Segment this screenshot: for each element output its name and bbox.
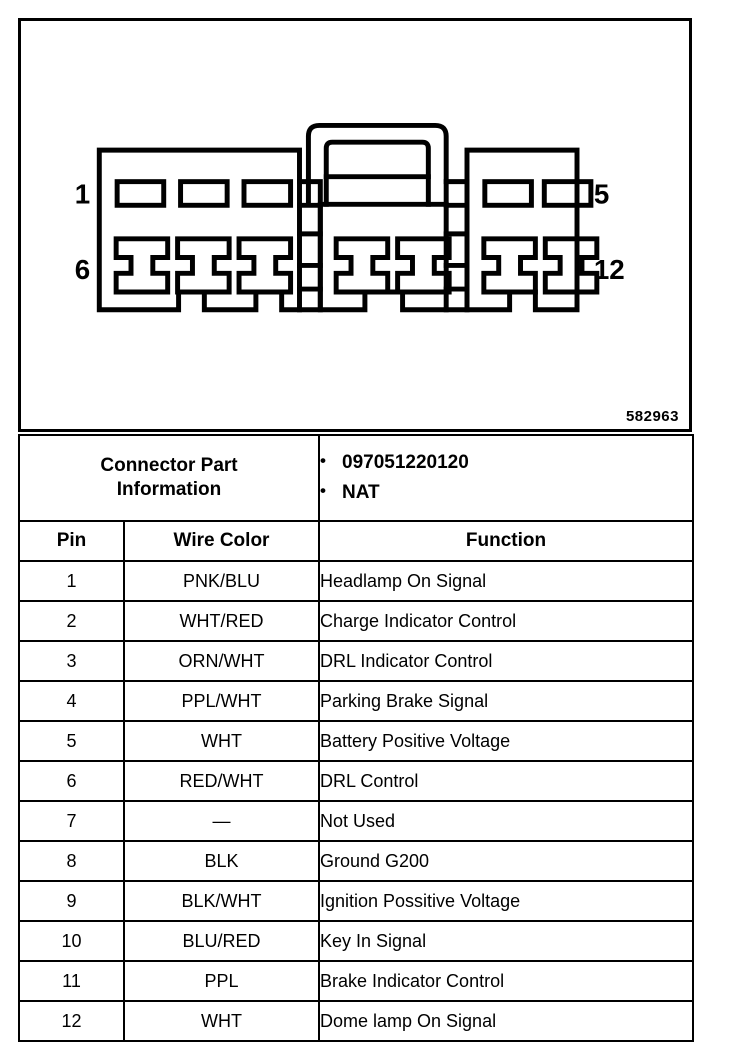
cell-function: Charge Indicator Control (318, 600, 694, 642)
connector-pinout-table: Connector Part Information 097051220120 … (18, 434, 694, 1042)
table-row: 10 BLU/RED Key In Signal (18, 920, 694, 962)
latch-handle-outer (305, 123, 449, 207)
connector-part-information-values: 097051220120 NAT (318, 434, 694, 522)
cell-pin: 11 (18, 960, 125, 1002)
connector-face-diagram: 1 6 5 12 (75, 123, 625, 313)
cpi-value-item: 097051220120 (320, 447, 692, 478)
cavity-ishape-10 (395, 236, 452, 295)
cell-pin: 1 (18, 560, 125, 602)
table-row: 8 BLK Ground G200 (18, 840, 694, 882)
cell-pin: 6 (18, 760, 125, 802)
illustration-reference-number: 582963 (625, 408, 679, 425)
table-row: 1 PNK/BLU Headlamp On Signal (18, 560, 694, 602)
pin-label-1: 1 (75, 178, 90, 209)
cell-pin: 12 (18, 1000, 125, 1042)
connector-part-information-label: Connector Part Information (18, 434, 320, 522)
cavity-ishape-12 (542, 236, 600, 295)
cavity-small-1 (114, 179, 167, 208)
cavity-small-4 (482, 179, 534, 208)
cpi-label-line2: Information (116, 479, 222, 500)
cell-function: Ground G200 (318, 840, 694, 882)
header-pin: Pin (18, 520, 125, 562)
cavity-small-5 (541, 179, 594, 208)
cell-function: Not Used (318, 800, 694, 842)
cell-function: Battery Positive Voltage (318, 720, 694, 762)
cell-pin: 9 (18, 880, 125, 922)
cell-function: Brake Indicator Control (318, 960, 694, 1002)
cell-pin: 8 (18, 840, 125, 882)
cell-pin: 4 (18, 680, 125, 722)
header-function: Function (318, 520, 694, 562)
cell-wire-color: ORN/WHT (123, 640, 320, 682)
cell-function: DRL Control (318, 760, 694, 802)
cell-function: Dome lamp On Signal (318, 1000, 694, 1042)
pin-label-6: 6 (75, 254, 90, 285)
cell-wire-color: WHT (123, 1000, 320, 1042)
pin-label-5: 5 (594, 178, 609, 209)
table-row: 7 — Not Used (18, 800, 694, 842)
cell-function: Ignition Possitive Voltage (318, 880, 694, 922)
cell-function: DRL Indicator Control (318, 640, 694, 682)
cell-wire-color: WHT/RED (123, 600, 320, 642)
connector-part-information-row: Connector Part Information 097051220120 … (18, 434, 694, 522)
cpi-value-item: NAT (320, 477, 692, 508)
cell-pin: 10 (18, 920, 125, 962)
connector-illustration-panel: 1 6 5 12 582963 (18, 18, 692, 432)
left-connector-body (96, 147, 302, 313)
cell-wire-color: WHT (123, 720, 320, 762)
cavity-small-2 (178, 179, 230, 208)
cell-wire-color: PPL (123, 960, 320, 1002)
cavity-ishape-9 (333, 236, 391, 295)
cell-function: Key In Signal (318, 920, 694, 962)
cell-pin: 7 (18, 800, 125, 842)
cell-pin: 5 (18, 720, 125, 762)
cavity-ishape-11 (481, 236, 538, 295)
cell-wire-color: — (123, 800, 320, 842)
cavity-ishape-6 (113, 236, 171, 295)
pin-label-12: 12 (594, 254, 625, 285)
cell-wire-color: PPL/WHT (123, 680, 320, 722)
table-row: 4 PPL/WHT Parking Brake Signal (18, 680, 694, 722)
cell-wire-color: BLK/WHT (123, 880, 320, 922)
table-row: 11 PPL Brake Indicator Control (18, 960, 694, 1002)
cell-pin: 3 (18, 640, 125, 682)
table-header-row: Pin Wire Color Function (18, 520, 694, 562)
cell-wire-color: BLU/RED (123, 920, 320, 962)
cavity-ishape-7 (175, 236, 232, 295)
table-body: Connector Part Information 097051220120 … (18, 434, 694, 1042)
cell-function: Parking Brake Signal (318, 680, 694, 722)
cell-wire-color: PNK/BLU (123, 560, 320, 602)
cpi-value-list: 097051220120 NAT (320, 447, 692, 509)
cell-wire-color: RED/WHT (123, 760, 320, 802)
table-row: 5 WHT Battery Positive Voltage (18, 720, 694, 762)
table-row: 6 RED/WHT DRL Control (18, 760, 694, 802)
cell-wire-color: BLK (123, 840, 320, 882)
latch-handle-inner (323, 139, 431, 207)
table-row: 3 ORN/WHT DRL Indicator Control (18, 640, 694, 682)
table-row: 12 WHT Dome lamp On Signal (18, 1000, 694, 1042)
table-row: 9 BLK/WHT Ignition Possitive Voltage (18, 880, 694, 922)
cavity-small-3 (241, 179, 294, 208)
cell-function: Headlamp On Signal (318, 560, 694, 602)
cavity-ishape-8 (236, 236, 294, 295)
header-wire-color: Wire Color (123, 520, 320, 562)
cpi-label-line1: Connector Part (100, 455, 238, 477)
table-row: 2 WHT/RED Charge Indicator Control (18, 600, 694, 642)
cell-pin: 2 (18, 600, 125, 642)
